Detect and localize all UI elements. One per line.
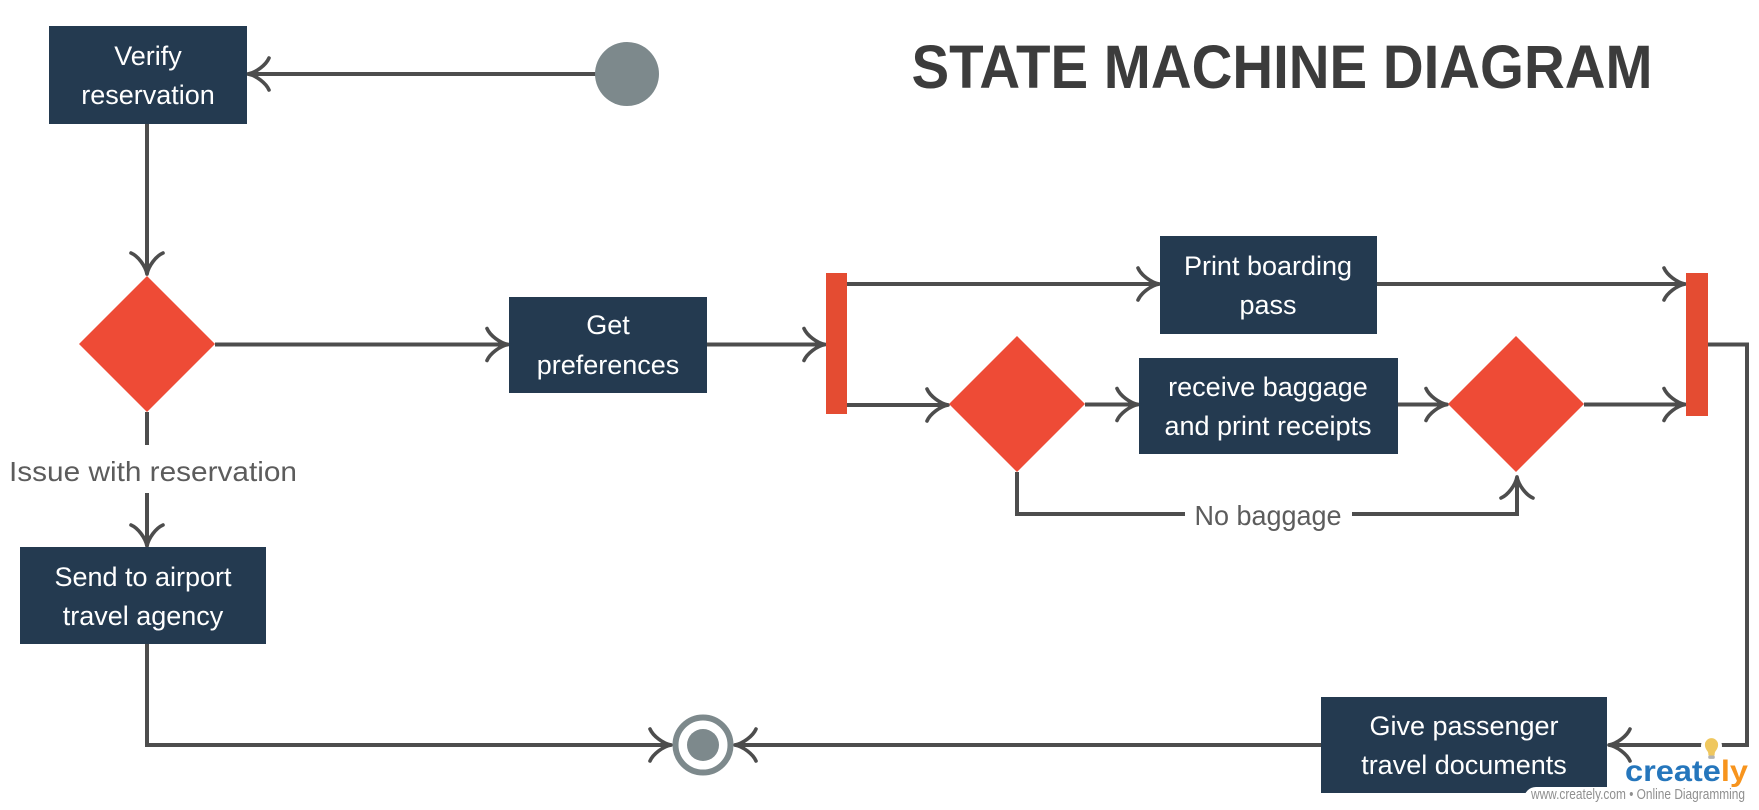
- svg-text:STATE MACHINE DIAGRAM: STATE MACHINE DIAGRAM: [912, 33, 1653, 101]
- svg-text:Issue with reservation: Issue with reservation: [9, 456, 297, 487]
- svg-text:preferences: preferences: [537, 350, 680, 380]
- svg-text:receive baggage: receive baggage: [1168, 372, 1368, 402]
- svg-text:Send to airport: Send to airport: [54, 562, 232, 592]
- svg-text:www.creately.com • Online Diag: www.creately.com • Online Diagramming: [1530, 787, 1745, 803]
- svg-text:travel documents: travel documents: [1361, 750, 1567, 780]
- svg-text:reservation: reservation: [81, 80, 215, 110]
- svg-text:Verify: Verify: [114, 41, 182, 71]
- svg-text:creately: creately: [1625, 755, 1748, 788]
- svg-text:travel agency: travel agency: [63, 601, 224, 631]
- svg-text:pass: pass: [1239, 290, 1296, 320]
- svg-text:and print receipts: and print receipts: [1164, 411, 1371, 441]
- svg-text:Print boarding: Print boarding: [1184, 251, 1352, 281]
- svg-text:Give passenger: Give passenger: [1369, 711, 1558, 741]
- svg-text:No baggage: No baggage: [1195, 500, 1342, 531]
- svg-text:Get: Get: [586, 310, 630, 340]
